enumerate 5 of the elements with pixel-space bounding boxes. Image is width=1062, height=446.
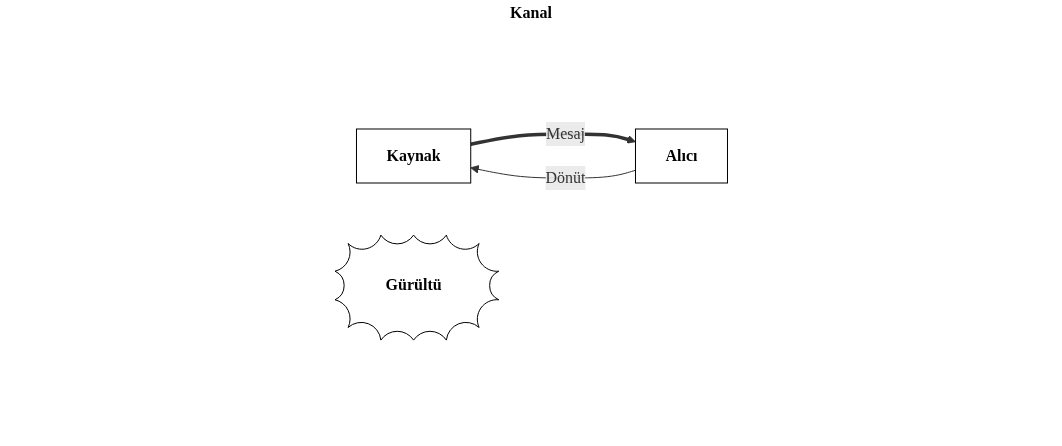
edge-label: Dönüt [545,168,586,186]
channel-label: Kanal [510,4,552,21]
node-box: Alıcı [634,128,728,184]
node-box: Kaynak [355,128,471,184]
edge-label: Mesaj [545,124,585,142]
